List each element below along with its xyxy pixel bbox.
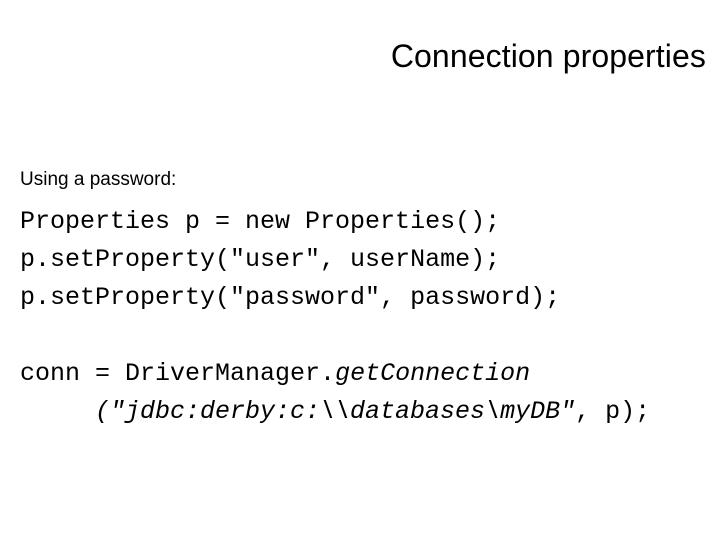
code-line-jdbc-url: ("jdbc:derby:c:\\databases\myDB", p);	[20, 393, 710, 431]
title-container: Connection properties	[36, 36, 706, 76]
code-line-blank	[20, 317, 710, 355]
code-segment-driver-manager: conn = DriverManager.	[20, 359, 336, 388]
code-segment-jdbc-url: ("jdbc:derby:c:\\databases\myDB"	[95, 397, 576, 426]
code-line-get-connection: conn = DriverManager.getConnection	[20, 355, 710, 393]
code-segment-get-connection: getConnection	[335, 359, 531, 388]
code-line-set-password: p.setProperty("password", password);	[20, 283, 561, 312]
code-line-props-new: Properties p = new Properties();	[20, 207, 501, 236]
page-title: Connection properties	[390, 38, 706, 74]
body-container: Using a password: Properties p = new Pro…	[20, 166, 710, 431]
code-line-set-user: p.setProperty("user", userName);	[20, 245, 501, 274]
lead-text: Using a password:	[20, 169, 177, 190]
code-segment-url-tail: , p);	[575, 397, 651, 426]
